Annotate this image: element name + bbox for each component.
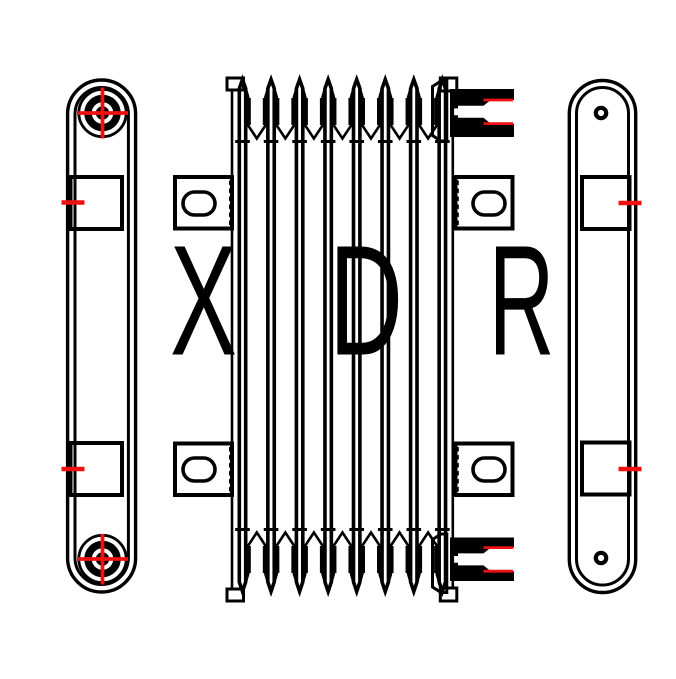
- letter-d: D: [329, 214, 403, 389]
- fin-cell: [417, 89, 439, 583]
- fin-column: [433, 77, 452, 594]
- cooler-core: [173, 76, 515, 603]
- fitting-top-body-section: [450, 89, 514, 137]
- fitting-bottom-body-section: [450, 537, 514, 581]
- crosshair-top-left: [77, 87, 128, 139]
- right-bracket: [567, 78, 638, 595]
- oval-slot: [471, 456, 507, 483]
- oval-slot: [471, 190, 507, 217]
- mount-tab-top-right: [453, 175, 515, 231]
- left-end-cap-bottom: [225, 587, 245, 603]
- left-bracket: [65, 78, 138, 594]
- fin-column: [290, 77, 309, 594]
- right-bracket-outer-outline: [567, 78, 638, 595]
- mount-tab-bottom-left: [173, 441, 234, 497]
- mount-tab-bottom-right: [453, 441, 515, 497]
- fin-column: [233, 77, 252, 594]
- fitting-bottom: [431, 532, 514, 594]
- oval-slot: [181, 190, 217, 217]
- fin-cell: [303, 89, 325, 583]
- left-bracket-inner-outline: [73, 86, 130, 586]
- fin-column: [404, 77, 423, 594]
- mount-tab-top-left: [173, 175, 234, 231]
- bottom-hole: [593, 550, 609, 566]
- letter-x: X: [170, 214, 237, 389]
- right-bracket-inner-outline: [575, 86, 630, 587]
- oval-slot: [181, 456, 217, 483]
- letter-r: R: [489, 214, 555, 389]
- red-marks: [61, 87, 642, 585]
- fin-column: [261, 77, 281, 594]
- overlay-letters: X D R: [170, 214, 555, 389]
- fin-cell: [246, 89, 268, 583]
- top-hole: [593, 105, 609, 121]
- left-bracket-outer-outline: [65, 78, 138, 594]
- crosshair-bottom-left: [77, 534, 128, 585]
- fitting-top-flange: [431, 79, 449, 143]
- fin-cell: [274, 89, 296, 583]
- fitting-bottom-flange: [431, 532, 449, 594]
